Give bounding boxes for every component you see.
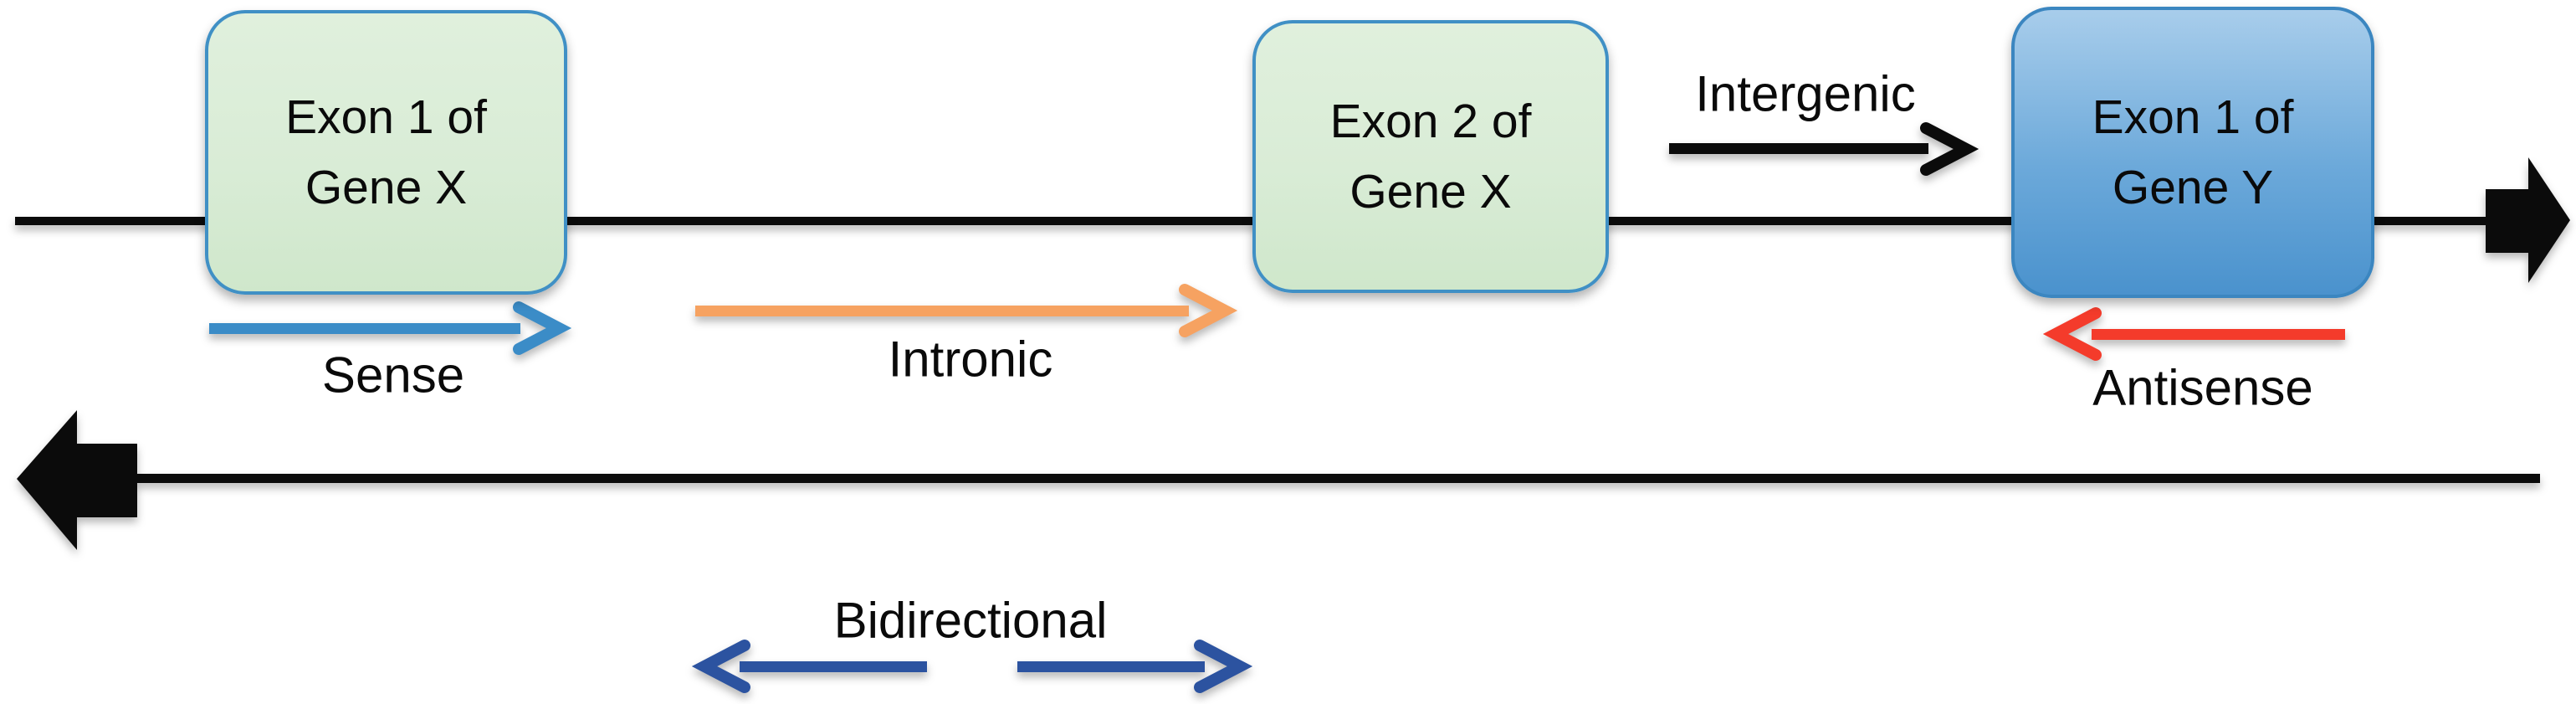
antisense-arrow-shaft: [2092, 329, 2345, 340]
exon2-gene-x-label-line1: Exon 2 of: [1329, 95, 1532, 148]
bidirectional-right-arrowhead-icon: [1194, 640, 1253, 693]
bidirectional-right-arrow: [1017, 640, 1253, 693]
exon2-gene-x-box: Exon 2 of Gene X: [1252, 20, 1609, 293]
intronic-arrow-shaft: [695, 306, 1189, 316]
bidirectional-left-arrow: [691, 640, 927, 693]
exon1-gene-y-label-line2: Gene Y: [2112, 161, 2274, 214]
antisense-arrowhead-icon: [2042, 307, 2102, 361]
intergenic-arrowhead-icon: [1920, 122, 1979, 176]
antisense-arrow: [2042, 307, 2345, 361]
bottom-strand-left-arrowhead-icon: [17, 410, 137, 550]
sense-arrow-shaft: [209, 323, 520, 334]
exon1-gene-y-box: Exon 1 of Gene Y: [2011, 7, 2374, 298]
exon1-gene-x-box: Exon 1 of Gene X: [205, 10, 567, 295]
bidirectional-left-arrow-shaft: [740, 661, 927, 672]
intronic-arrow: [695, 284, 1238, 337]
intergenic-arrow: [1669, 122, 1979, 176]
bidirectional-right-arrow-shaft: [1017, 661, 1205, 672]
intronic-label: Intronic: [888, 331, 1053, 388]
bottom-strand: [17, 410, 2540, 550]
exon1-gene-x-label-line2: Gene X: [305, 161, 468, 214]
intergenic-label: Intergenic: [1695, 65, 1916, 122]
top-strand: [15, 157, 2570, 283]
exon2-gene-x-label-line2: Gene X: [1349, 165, 1512, 218]
intergenic-arrow-shaft: [1669, 143, 1928, 154]
intronic-arrowhead-icon: [1179, 284, 1238, 337]
top-strand-line: [15, 217, 2488, 225]
bidirectional-label: Bidirectional: [833, 592, 1108, 649]
sense-arrowhead-icon: [513, 301, 572, 355]
sense-arrow: [209, 301, 572, 355]
exon1-gene-y-label-line1: Exon 1 of: [2092, 90, 2294, 144]
exon1-gene-x-label-line1: Exon 1 of: [285, 90, 487, 144]
bottom-strand-line: [134, 474, 2540, 483]
top-strand-right-arrowhead-icon: [2486, 157, 2570, 283]
bidirectional-left-arrowhead-icon: [691, 640, 750, 693]
antisense-label: Antisense: [2092, 359, 2313, 416]
sense-label: Sense: [321, 347, 465, 403]
